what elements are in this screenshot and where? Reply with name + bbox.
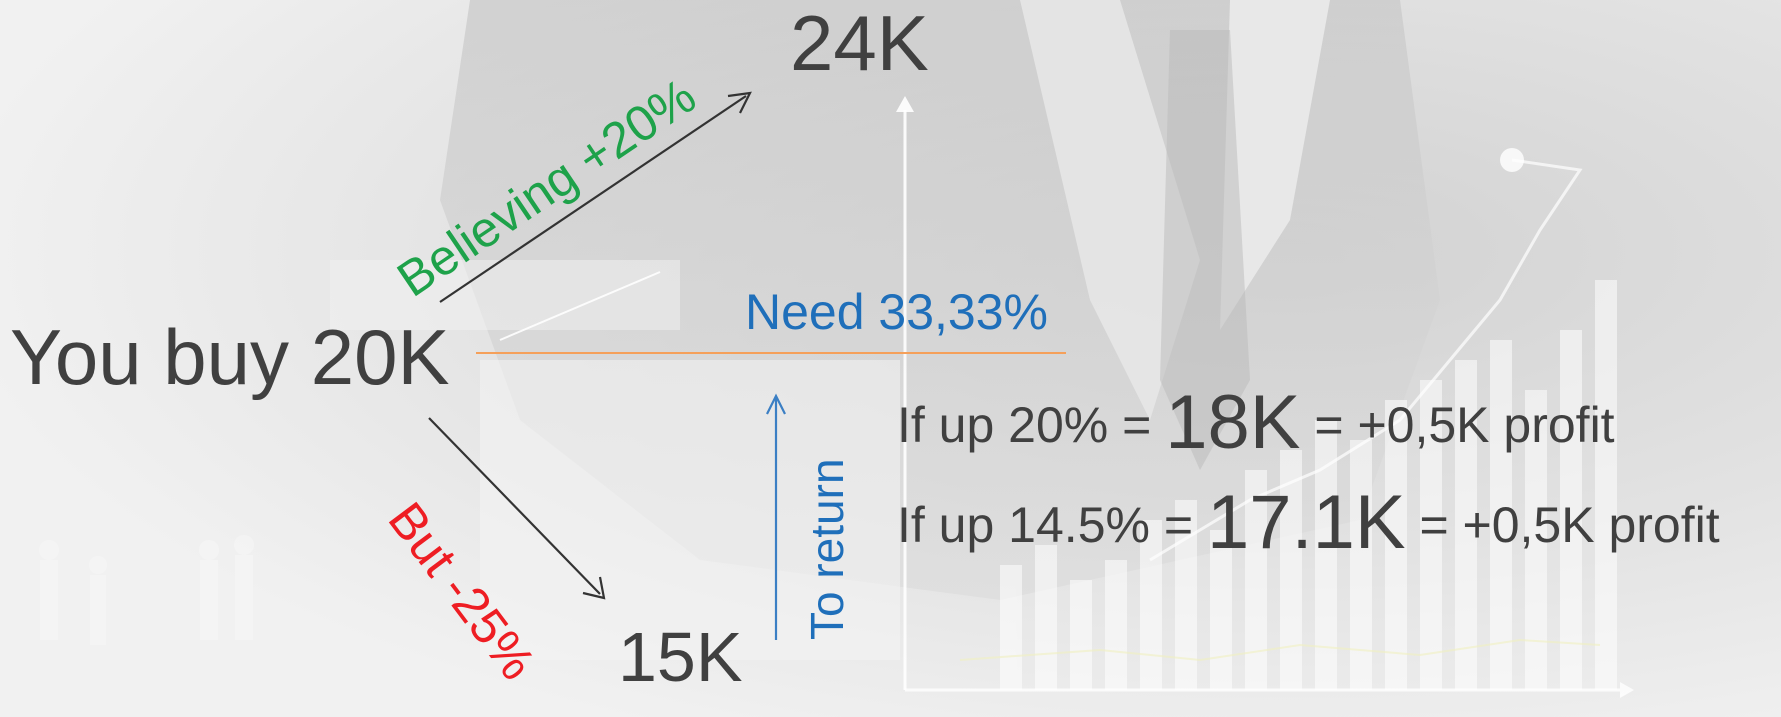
start-value-label: You buy 20K <box>10 313 450 401</box>
scenario-line: If up 20% = 18K = +0,5K profit <box>897 385 1615 461</box>
up-value-label: 24K <box>790 0 929 87</box>
scenario-suffix: = +0,5K profit <box>1405 497 1720 553</box>
down-value-label: 15K <box>618 618 743 696</box>
return-label: To return <box>801 458 853 640</box>
scenario-amount: 18K <box>1165 380 1301 465</box>
scenario-suffix: = +0,5K profit <box>1300 397 1615 453</box>
scenario-prefix: If up 14.5% = <box>897 497 1207 553</box>
down-arrow <box>428 417 606 600</box>
needed-gain-label: Need 33,33% <box>745 284 1049 340</box>
return-arrow <box>766 393 786 640</box>
scenario-prefix: If up 20% = <box>897 397 1166 453</box>
scenario-line: If up 14.5% = 17.1K = +0,5K profit <box>897 485 1720 561</box>
scenario-amount: 17.1K <box>1206 480 1406 565</box>
up-arrow <box>439 91 752 303</box>
